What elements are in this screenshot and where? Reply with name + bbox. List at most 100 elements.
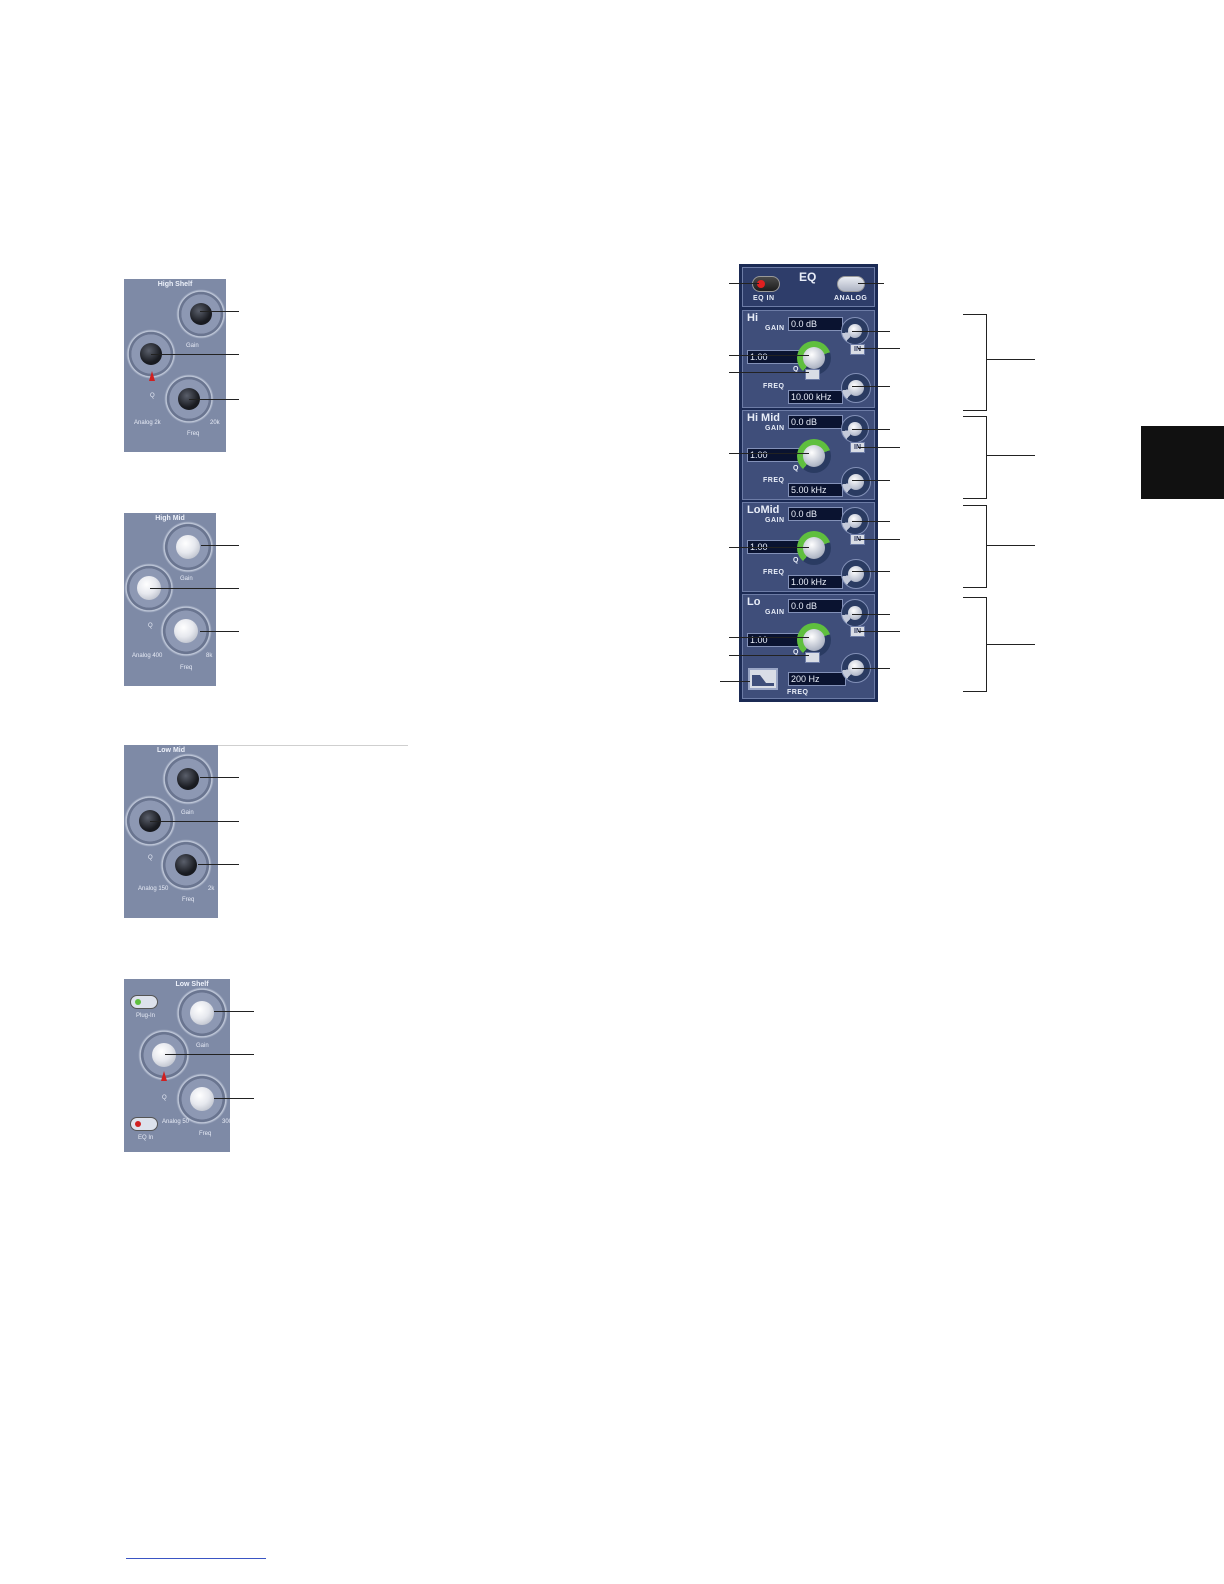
q-value[interactable]: 1.00 bbox=[747, 350, 802, 364]
gain-label: GAIN bbox=[765, 609, 785, 616]
callout-line bbox=[720, 681, 750, 682]
bracket-lead bbox=[986, 455, 1035, 456]
analog-toggle[interactable] bbox=[837, 276, 865, 292]
callout-line bbox=[858, 539, 900, 540]
link-button[interactable] bbox=[805, 652, 820, 663]
bracket-bottom bbox=[963, 587, 986, 588]
eq-in-led bbox=[757, 280, 765, 288]
callout-line bbox=[729, 372, 809, 373]
band-hi: Hi GAIN 0.0 dB IN 1.00 Q FREQ 10.00 kHz bbox=[742, 310, 875, 408]
freq-knob[interactable] bbox=[175, 854, 197, 876]
callout-line bbox=[200, 631, 239, 632]
eq-in-led bbox=[135, 1121, 141, 1127]
gain-knob[interactable] bbox=[841, 599, 869, 627]
gain-knob[interactable] bbox=[176, 535, 200, 559]
freq-knob[interactable] bbox=[841, 373, 871, 403]
q-knob[interactable] bbox=[797, 439, 831, 473]
freq-value[interactable]: 5.00 kHz bbox=[788, 483, 843, 497]
callout-line bbox=[852, 386, 890, 387]
callout-line bbox=[729, 453, 809, 454]
freq-label: Freq bbox=[199, 1131, 212, 1137]
bracket-lead bbox=[986, 545, 1035, 546]
freq-knob[interactable] bbox=[841, 559, 871, 589]
plugin-label: Plug-In bbox=[136, 1013, 156, 1019]
callout-line bbox=[852, 480, 890, 481]
q-value[interactable]: 1.00 bbox=[747, 633, 802, 647]
bracket-vertical bbox=[986, 505, 987, 588]
gain-value[interactable]: 0.0 dB bbox=[788, 599, 843, 613]
bracket-top bbox=[963, 505, 986, 506]
freq-value[interactable]: 10.00 kHz bbox=[788, 390, 843, 404]
eq-in-button[interactable] bbox=[130, 1117, 158, 1131]
filter-shape-button[interactable] bbox=[748, 668, 778, 690]
q-knob[interactable] bbox=[797, 341, 831, 375]
plugin-led bbox=[135, 999, 141, 1005]
gain-knob[interactable] bbox=[177, 768, 199, 790]
q-knob[interactable] bbox=[152, 1043, 176, 1067]
gain-label: Gain bbox=[186, 343, 199, 349]
gain-knob[interactable] bbox=[190, 303, 212, 325]
shelf-shape-icon bbox=[752, 675, 774, 686]
callout-line bbox=[214, 1011, 254, 1012]
band-lo: Lo GAIN 0.0 dB IN 1.00 Q 200 Hz FREQ bbox=[742, 594, 875, 699]
bracket-vertical bbox=[986, 416, 987, 499]
freq-knob[interactable] bbox=[190, 1087, 214, 1111]
q-knob[interactable] bbox=[797, 623, 831, 657]
freq-label: FREQ bbox=[787, 689, 809, 696]
callout-line bbox=[858, 283, 884, 284]
freq-value[interactable]: 200 Hz bbox=[788, 672, 846, 686]
callout-line bbox=[852, 668, 890, 669]
callout-line bbox=[214, 1098, 254, 1099]
eq-in-toggle[interactable] bbox=[752, 276, 780, 292]
gain-label: Gain bbox=[180, 576, 193, 582]
bracket-lead bbox=[986, 644, 1035, 645]
q-value[interactable]: 1.00 bbox=[747, 448, 802, 462]
callout-line bbox=[165, 1054, 254, 1055]
band-in-button[interactable]: IN bbox=[850, 344, 865, 355]
analog-label: ANALOG bbox=[834, 295, 868, 302]
q-label: Q bbox=[793, 649, 799, 656]
callout-line bbox=[200, 777, 239, 778]
freq-max-label: 2k bbox=[208, 886, 215, 892]
q-label: Q bbox=[150, 393, 155, 399]
callout-line bbox=[189, 399, 239, 400]
gain-value[interactable]: 0.0 dB bbox=[788, 507, 843, 521]
link-button[interactable] bbox=[805, 369, 820, 380]
gain-value[interactable]: 0.0 dB bbox=[788, 415, 843, 429]
eq-panel: EQ EQ IN ANALOG Hi GAIN 0.0 dB IN 1.00 Q… bbox=[739, 264, 878, 702]
high-shelf-strip: High Shelf Gain Q Analog 2k 20k Freq bbox=[124, 279, 226, 452]
gain-value[interactable]: 0.0 dB bbox=[788, 317, 843, 331]
bracket-top bbox=[963, 314, 986, 315]
strip-title: High Mid bbox=[155, 515, 185, 522]
q-pointer-red bbox=[161, 1071, 167, 1081]
freq-min-label: Analog 2k bbox=[134, 420, 161, 426]
callout-line bbox=[729, 355, 809, 356]
q-knob[interactable] bbox=[797, 531, 831, 565]
freq-min-label: Analog 50 bbox=[162, 1119, 190, 1125]
bracket-bottom bbox=[963, 691, 986, 692]
freq-knob[interactable] bbox=[174, 619, 198, 643]
footer-rule bbox=[126, 1558, 266, 1559]
gain-label: GAIN bbox=[765, 325, 785, 332]
low-mid-strip: Low Mid Gain Q Analog 150 2k Freq bbox=[124, 745, 218, 918]
bracket-lead bbox=[986, 359, 1035, 360]
eq-title: EQ bbox=[799, 270, 817, 284]
q-label: Q bbox=[148, 855, 153, 861]
gain-knob[interactable] bbox=[190, 1001, 214, 1025]
callout-line bbox=[852, 571, 890, 572]
callout-line bbox=[852, 614, 890, 615]
callout-line bbox=[150, 588, 239, 589]
q-label: Q bbox=[148, 623, 153, 629]
freq-value[interactable]: 1.00 kHz bbox=[788, 575, 843, 589]
q-label: Q bbox=[793, 557, 799, 564]
callout-line bbox=[852, 429, 890, 430]
callout-line bbox=[858, 348, 900, 349]
faint-rule bbox=[218, 745, 408, 746]
freq-min-label: Analog 150 bbox=[138, 886, 169, 892]
q-label: Q bbox=[793, 366, 799, 373]
callout-line bbox=[729, 655, 809, 656]
freq-knob[interactable] bbox=[841, 467, 871, 497]
callout-line bbox=[200, 311, 239, 312]
plugin-button[interactable] bbox=[130, 995, 158, 1009]
freq-label: Freq bbox=[187, 431, 200, 437]
